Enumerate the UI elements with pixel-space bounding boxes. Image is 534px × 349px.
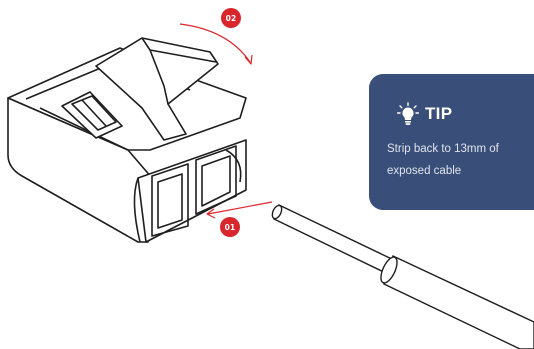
- cable-insertion-arrow: [206, 201, 273, 219]
- tip-title: TIP: [425, 104, 453, 123]
- cable: [271, 204, 534, 349]
- step-02-label: 02: [225, 13, 237, 23]
- tip-card: TIP Strip back to 13mm of exposed cable: [369, 74, 534, 210]
- step-01-label: 01: [224, 222, 236, 232]
- lever-connector: [7, 37, 247, 243]
- lightbulb-icon: [397, 102, 419, 125]
- tip-text: Strip back to 13mm of exposed cable: [387, 143, 499, 177]
- step-02-badge: 02: [221, 8, 241, 28]
- lever-rotation-arrow: [179, 23, 253, 65]
- step-01-badge: 01: [220, 217, 240, 237]
- tip-header: TIP: [397, 102, 452, 126]
